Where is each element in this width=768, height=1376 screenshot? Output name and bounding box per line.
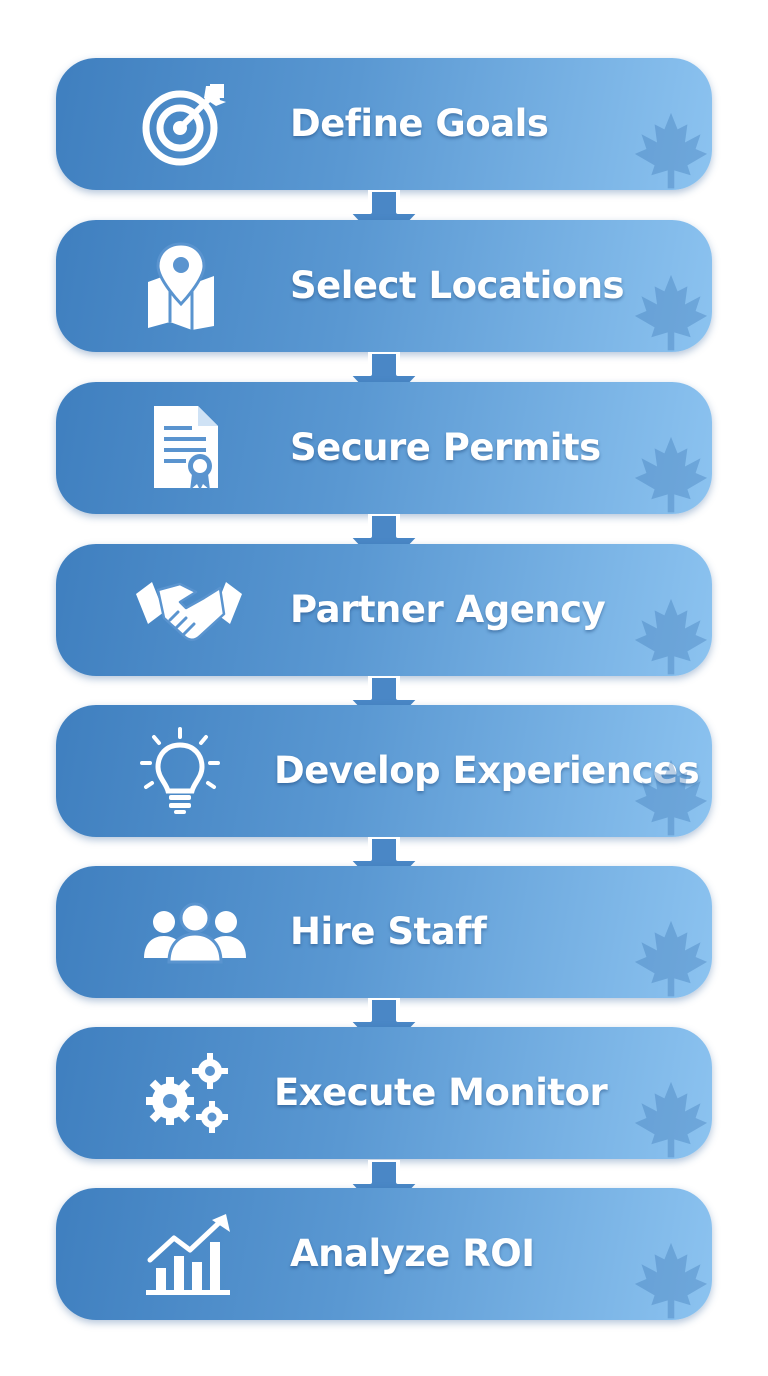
maple-leaf-icon [630, 108, 712, 190]
certificate-document-icon [140, 404, 236, 492]
step-label: Define Goals [290, 102, 549, 145]
maple-leaf-icon [630, 755, 712, 837]
maple-leaf-icon [630, 432, 712, 514]
step-label: Partner Agency [290, 588, 606, 631]
maple-leaf-icon [630, 270, 712, 352]
people-group-icon [142, 888, 248, 976]
step-label: Analyze ROI [290, 1232, 535, 1275]
step-define-goals: Define Goals [56, 58, 712, 190]
maple-leaf-icon [630, 1077, 712, 1159]
step-label: Secure Permits [290, 426, 601, 469]
lightbulb-icon [140, 727, 236, 815]
maple-leaf-icon [630, 1238, 712, 1320]
step-label: Develop Experiences [274, 749, 700, 792]
step-develop-experiences: Develop Experiences [56, 705, 712, 837]
step-label: Select Locations [290, 264, 625, 307]
map-pin-icon [140, 242, 236, 330]
gears-icon [140, 1049, 236, 1137]
step-partner-agency: Partner Agency [56, 544, 712, 676]
target-icon [140, 80, 236, 168]
step-hire-staff: Hire Staff [56, 866, 712, 998]
handshake-icon [134, 566, 244, 654]
growth-chart-icon [140, 1210, 236, 1298]
step-execute-monitor: Execute Monitor [56, 1027, 712, 1159]
maple-leaf-icon [630, 916, 712, 998]
step-analyze-roi: Analyze ROI [56, 1188, 712, 1320]
step-label: Hire Staff [290, 910, 487, 953]
step-secure-permits: Secure Permits [56, 382, 712, 514]
step-select-locations: Select Locations [56, 220, 712, 352]
step-label: Execute Monitor [274, 1071, 608, 1114]
maple-leaf-icon [630, 594, 712, 676]
